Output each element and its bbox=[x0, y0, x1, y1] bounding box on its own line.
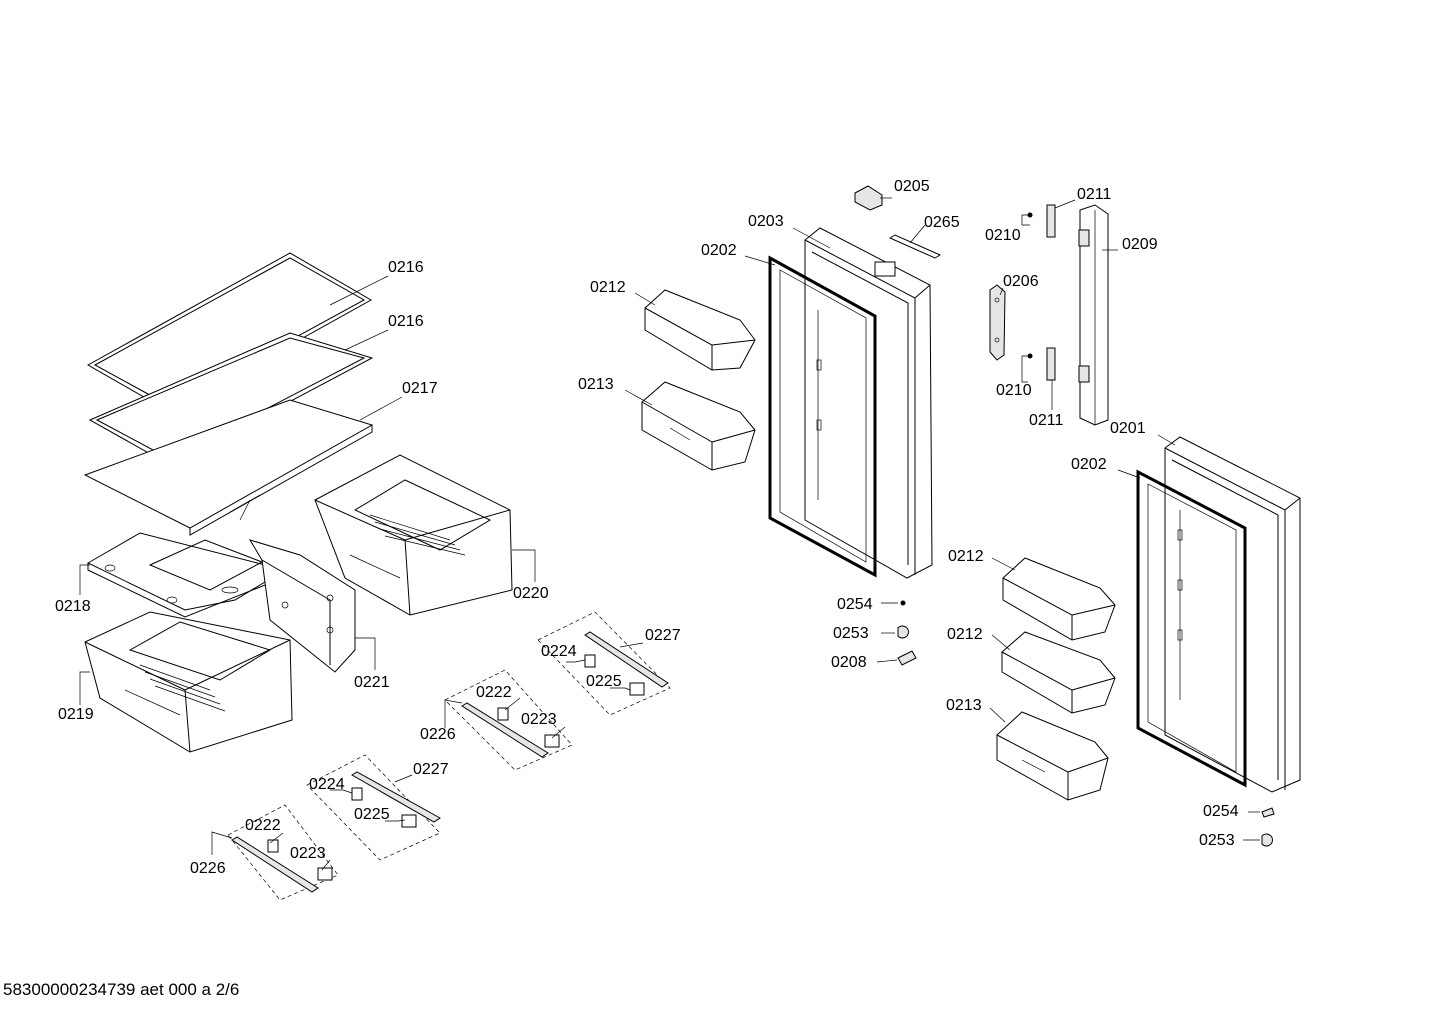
label-0217: 0217 bbox=[402, 380, 438, 397]
label-0227-a: 0227 bbox=[645, 627, 681, 644]
rail-kit-group-d bbox=[227, 804, 339, 901]
label-0225-a: 0225 bbox=[586, 673, 622, 690]
bin-right-lower bbox=[996, 711, 1109, 801]
label-0205: 0205 bbox=[894, 178, 930, 195]
door-left-panel bbox=[804, 227, 933, 579]
door-right-gasket bbox=[1136, 469, 1247, 788]
glass-shelf-top bbox=[86, 252, 373, 413]
label-0254-right: 0254 bbox=[1203, 803, 1239, 820]
label-0221: 0221 bbox=[354, 674, 390, 691]
label-0218: 0218 bbox=[55, 598, 91, 615]
rail-kit-group-a bbox=[537, 611, 671, 716]
door-right-panel bbox=[1164, 436, 1301, 793]
label-0224-a: 0224 bbox=[541, 643, 577, 660]
door-cap-part bbox=[854, 185, 883, 211]
label-0223-b: 0223 bbox=[290, 845, 326, 862]
label-0213-left: 0213 bbox=[578, 376, 614, 393]
screw-0254-right bbox=[1261, 807, 1275, 818]
label-0210-lower: 0210 bbox=[996, 382, 1032, 399]
label-0216-top: 0216 bbox=[388, 259, 424, 276]
label-0225-b: 0225 bbox=[354, 806, 390, 823]
screw-upper bbox=[1027, 212, 1033, 218]
screw-lower bbox=[1027, 353, 1033, 359]
label-0226-a: 0226 bbox=[420, 726, 456, 743]
label-0265: 0265 bbox=[924, 214, 960, 231]
label-0208: 0208 bbox=[831, 654, 867, 671]
label-0253-left: 0253 bbox=[833, 625, 869, 642]
label-0220: 0220 bbox=[513, 585, 549, 602]
label-0227-b: 0227 bbox=[413, 761, 449, 778]
label-0202-right: 0202 bbox=[1071, 456, 1107, 473]
label-0201: 0201 bbox=[1110, 420, 1146, 437]
drawer-rail-bracket bbox=[248, 539, 356, 673]
hinge-pin-lower bbox=[1046, 347, 1056, 381]
label-0202-left: 0202 bbox=[701, 242, 737, 259]
crisper-drawer-upper bbox=[314, 454, 513, 616]
drawing-code-footer: 58300000234739 aet 000 a 2/6 bbox=[3, 980, 240, 999]
label-0212-right-upper: 0212 bbox=[948, 548, 984, 565]
rail-kit-group-b bbox=[444, 669, 573, 771]
bin-left-upper bbox=[644, 289, 756, 371]
crisper-drawer-lower bbox=[84, 611, 293, 753]
label-0216-middle: 0216 bbox=[388, 313, 424, 330]
door-left-gasket bbox=[768, 255, 877, 578]
clip-0208 bbox=[897, 650, 917, 666]
bin-left-lower bbox=[641, 381, 756, 471]
label-0209: 0209 bbox=[1122, 236, 1158, 253]
screw-0254 bbox=[900, 600, 906, 606]
label-0213-right: 0213 bbox=[946, 697, 982, 714]
bushing-0253 bbox=[897, 625, 909, 639]
label-0211-lower: 0211 bbox=[1029, 412, 1064, 429]
label-0222-a: 0222 bbox=[476, 684, 512, 701]
rail-kit-group-c bbox=[306, 754, 441, 861]
label-0254-left: 0254 bbox=[837, 596, 873, 613]
label-0210-upper: 0210 bbox=[985, 227, 1021, 244]
hinge-bracket bbox=[989, 284, 1006, 361]
glass-shelf-middle bbox=[88, 332, 374, 466]
bin-right-upper bbox=[1002, 557, 1116, 641]
label-0212-right-lower: 0212 bbox=[947, 626, 983, 643]
label-0224-b: 0224 bbox=[309, 776, 345, 793]
label-0253-right: 0253 bbox=[1199, 832, 1235, 849]
bushing-0253-right bbox=[1261, 833, 1273, 847]
label-0212-left: 0212 bbox=[590, 279, 626, 296]
hinge-bar bbox=[1078, 204, 1109, 426]
leader-lines bbox=[79, 197, 1260, 871]
label-0226-b: 0226 bbox=[190, 860, 226, 877]
label-0203: 0203 bbox=[748, 213, 784, 230]
bin-right-middle bbox=[1001, 631, 1116, 714]
trim-strip bbox=[888, 234, 942, 259]
label-0223-a: 0223 bbox=[521, 711, 557, 728]
hinge-pin-upper bbox=[1046, 204, 1056, 238]
label-0219: 0219 bbox=[58, 706, 94, 723]
label-0222-b: 0222 bbox=[245, 817, 281, 834]
label-0211-upper: 0211 bbox=[1077, 186, 1112, 203]
label-0206: 0206 bbox=[1003, 273, 1039, 290]
glass-shelf-lower bbox=[83, 399, 374, 536]
